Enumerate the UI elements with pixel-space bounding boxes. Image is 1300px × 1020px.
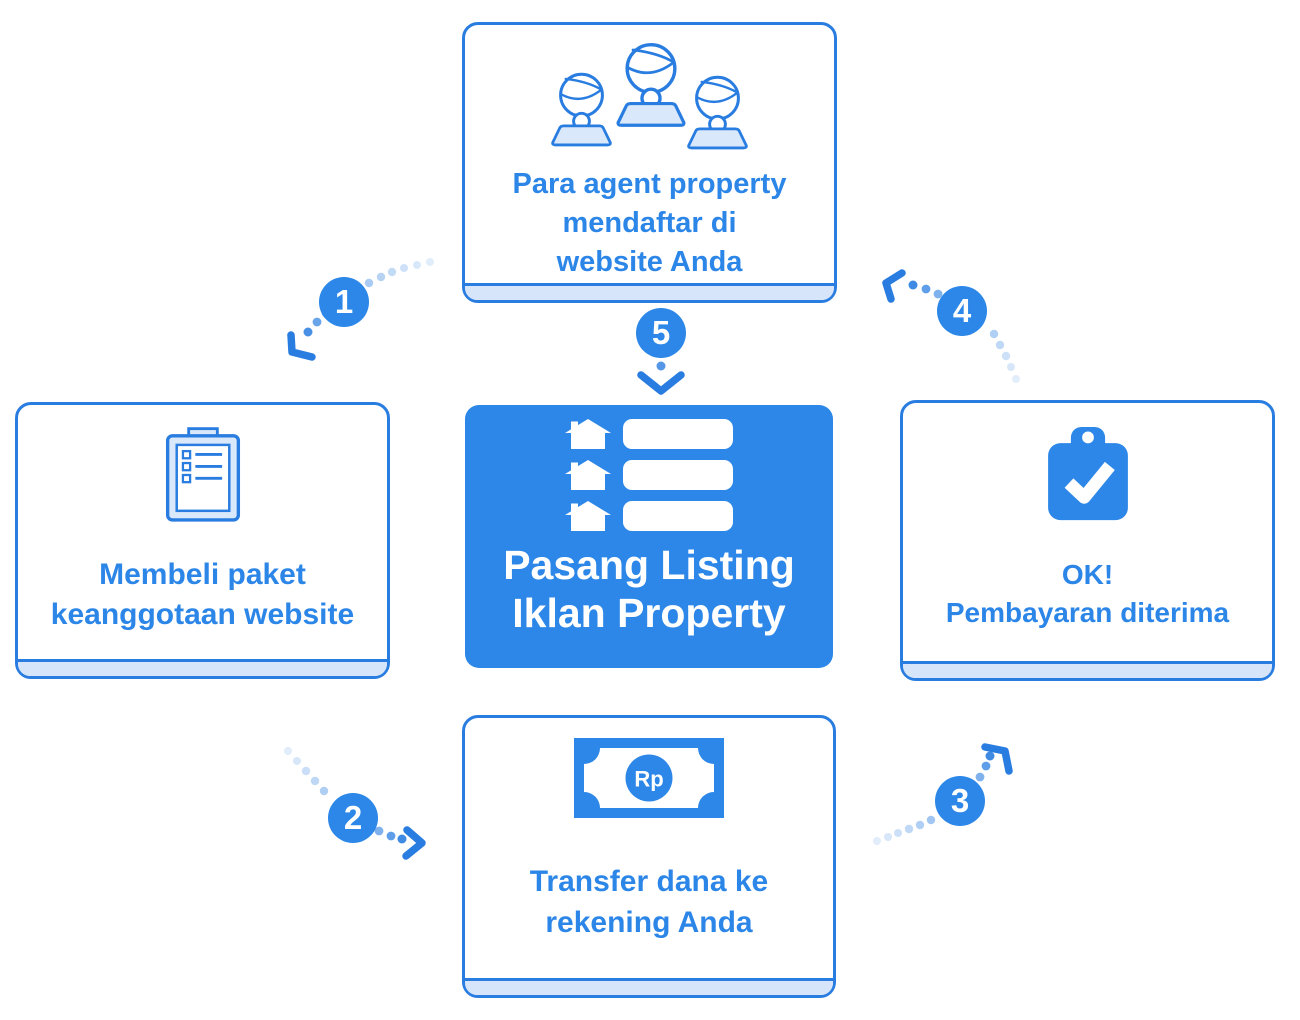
card-payment-label: OK! Pembayaran diterima — [945, 559, 1230, 628]
card-transfer-label: Transfer dana ke rekening Anda — [529, 865, 769, 939]
card-listing-label: Pasang Listing Iklan Property — [503, 542, 795, 637]
step-badge-1: 1 — [319, 277, 369, 327]
card-payment-accepted: OK! Pembayaran diterima — [900, 400, 1275, 681]
clipboard-check-icon — [1047, 427, 1128, 521]
card-buy-membership: Membeli paket keanggotaan website — [15, 402, 390, 679]
step-badge-4: 4 — [937, 286, 987, 336]
step-badge-2: 2 — [328, 793, 378, 843]
step-badge-5: 5 — [636, 308, 686, 358]
step-badge-3: 3 — [935, 776, 985, 826]
agents-group-icon — [550, 43, 748, 150]
banknote-rupiah-icon: Rp — [574, 738, 724, 818]
card-agents-register: Para agent property mendaftar di website… — [462, 22, 837, 303]
property-listing-icon — [565, 419, 733, 531]
card-membership-label: Membeli paket keanggotaan website — [50, 558, 355, 631]
clipboard-list-icon — [165, 427, 240, 522]
card-transfer-funds: Rp Transfer dana ke rekening Anda — [462, 715, 836, 998]
card-post-listing: Pasang Listing Iklan Property — [465, 405, 833, 668]
card-agents-label: Para agent property mendaftar di website… — [512, 168, 787, 279]
currency-label: Rp — [634, 767, 663, 792]
